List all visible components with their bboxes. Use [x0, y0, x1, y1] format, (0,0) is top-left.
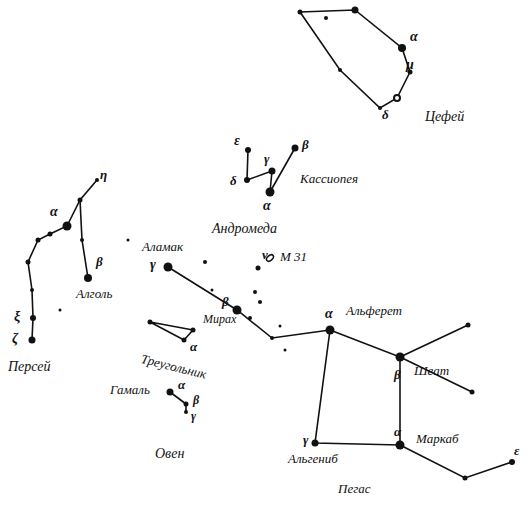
star-letter: β — [222, 295, 229, 308]
star-letter: ξ — [14, 310, 20, 324]
star-letter: δ — [230, 174, 237, 187]
star-letter: α — [50, 205, 58, 219]
star-letter: α — [410, 30, 418, 44]
star-letter: γ — [191, 410, 196, 422]
star-name: Андромеда — [212, 222, 277, 236]
star-letter: δ — [382, 108, 389, 121]
star-name: Персей — [8, 360, 51, 374]
star-letter: γ — [150, 258, 156, 272]
star-name: Цефей — [425, 110, 464, 124]
star-name: Кассиопея — [300, 172, 358, 185]
star-name: Альгениб — [288, 452, 338, 465]
star-name: Аламак — [142, 240, 183, 253]
star-letter: γ — [303, 433, 308, 446]
star-name: Альферет — [346, 304, 402, 317]
star-letter: ε — [514, 444, 519, 457]
star-name: Алголь — [76, 287, 112, 300]
star-name: Шеат — [414, 364, 449, 377]
star-name: Треугольник — [140, 352, 208, 381]
perseus-lines — [28, 180, 97, 340]
star-name: Маркаб — [416, 432, 458, 445]
pegasus-line — [400, 357, 472, 392]
star-letter: β — [193, 394, 199, 406]
pegasus-square — [315, 330, 400, 445]
star-letter: ε — [234, 134, 240, 148]
star-letter: β — [394, 368, 401, 381]
andromeda-lines — [168, 267, 330, 338]
star-name: Мирах — [203, 313, 236, 325]
star-letter: η — [100, 168, 107, 181]
star-name: Пегас — [338, 482, 371, 495]
star-letter: α — [394, 425, 401, 438]
triangulum-lines — [150, 322, 193, 340]
star-name: Овен — [155, 447, 184, 461]
star-letter: α — [190, 340, 197, 353]
star-name: Гамаль — [110, 383, 150, 396]
star-letter: α — [325, 307, 333, 321]
star-letter: μ — [406, 58, 414, 72]
star-letter: α — [263, 199, 271, 213]
star-letter: ν — [262, 248, 268, 261]
star-name: M 31 — [280, 250, 307, 263]
aries-lines — [170, 392, 186, 412]
star-letter: γ — [264, 152, 269, 165]
star-letter: ζ — [12, 332, 18, 346]
star-letter: β — [96, 255, 103, 268]
pegasus-line — [400, 325, 468, 357]
perseus-line — [80, 200, 88, 278]
cassiopeia-lines — [247, 148, 295, 192]
star-letter: β — [302, 138, 309, 151]
cepheus-lines — [300, 10, 410, 108]
star-letter: α — [178, 378, 185, 391]
pegasus-line — [400, 445, 512, 478]
